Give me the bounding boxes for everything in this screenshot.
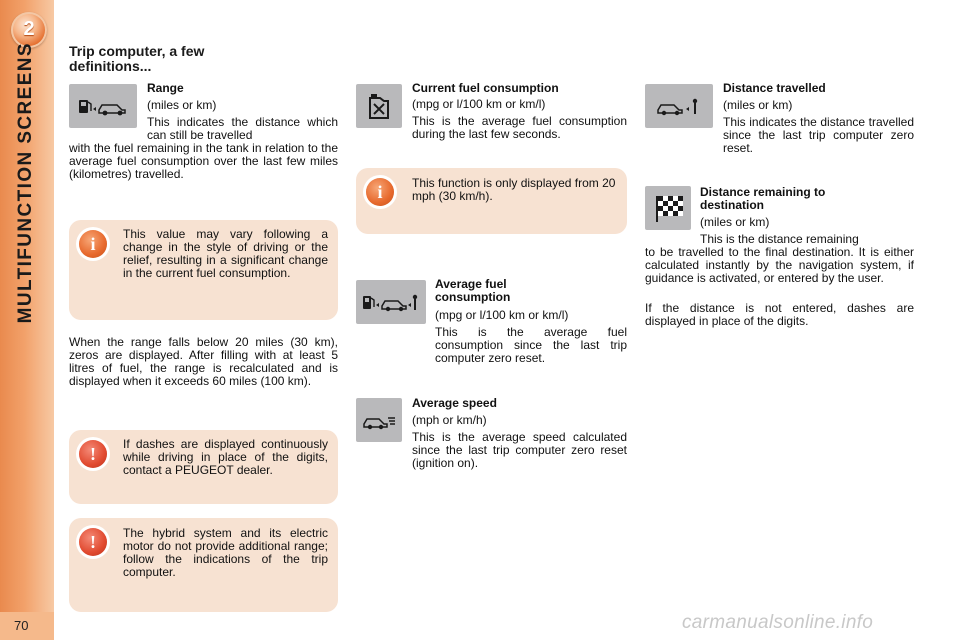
- current-fuel-unit: (mpg or l/100 km or km/l): [412, 97, 546, 111]
- page-number: 70: [14, 618, 29, 633]
- warning-text-hybrid: The hybrid system and its electric motor…: [123, 526, 328, 579]
- distance-remaining-title: Distance remaining to destination: [700, 186, 825, 212]
- distance-remaining-unit: (miles or km): [700, 215, 770, 229]
- average-speed-text: This is the average speed calculated sin…: [412, 430, 627, 470]
- car-distance-icon: [645, 84, 713, 128]
- jerrycan-icon: [356, 84, 402, 128]
- distance-remaining-title-line1: Distance remaining to: [700, 185, 826, 199]
- warning-text-dashes: If dashes are displayed continuously whi…: [123, 437, 328, 477]
- distance-remaining-text-rest: to be travelled to the final destination…: [645, 245, 914, 285]
- fuel-pump-car-icon: [69, 84, 137, 128]
- fuel-pump-car-distance-icon: [356, 280, 426, 324]
- warning-box-hybrid: ! The hybrid system and its electric mot…: [69, 518, 338, 612]
- info-box-speed-only: i This function is only displayed from 2…: [356, 168, 627, 234]
- car-speed-icon: [356, 398, 402, 442]
- info-icon: i: [79, 230, 107, 258]
- chapter-number: 2: [23, 18, 35, 40]
- section-title-line1: Trip computer, a few: [69, 43, 205, 59]
- average-fuel-text: This is the average fuel consumption sin…: [435, 325, 627, 365]
- average-fuel-title: Average fuel consumption: [435, 278, 510, 304]
- info-text-speed-only: This function is only displayed from 20 …: [412, 176, 616, 203]
- range-text-first: This indicates the distance which can st…: [147, 115, 338, 142]
- watermark: carmanualsonline.info: [682, 612, 874, 633]
- range-title: Range: [147, 81, 184, 95]
- average-speed-title: Average speed: [412, 396, 497, 410]
- distance-remaining-title-line2: destination: [700, 198, 765, 212]
- average-speed-unit: (mph or km/h): [412, 413, 487, 427]
- distance-travelled-unit: (miles or km): [723, 98, 793, 112]
- section-title-line2: definitions...: [69, 58, 152, 74]
- info-box-range-vary: i This value may vary following a change…: [69, 220, 338, 320]
- warning-box-dashes: ! If dashes are displayed continuously w…: [69, 430, 338, 504]
- chapter-number-badge: 2: [11, 12, 47, 48]
- info-text-range-vary: This value may vary following a change i…: [123, 227, 328, 280]
- range-unit: (miles or km): [147, 98, 217, 112]
- section-title: Trip computer, a few definitions...: [69, 44, 279, 74]
- current-fuel-title: Current fuel consumption: [412, 81, 559, 95]
- chequered-flag-icon: [645, 186, 691, 230]
- range-text-rest: with the fuel remaining in the tank in r…: [69, 141, 338, 181]
- warning-icon: !: [79, 528, 107, 556]
- chapter-vertical-title: MULTIFUNCTION SCREENS: [15, 42, 36, 324]
- average-fuel-title-line1: Average fuel: [435, 277, 507, 291]
- distance-travelled-text: This indicates the distance travelled si…: [723, 115, 914, 155]
- info-icon: i: [366, 178, 394, 206]
- average-fuel-unit: (mpg or l/100 km or km/l): [435, 308, 569, 322]
- distance-remaining-dashes-text: If the distance is not entered, dashes a…: [645, 301, 914, 328]
- chapter-sideband: [0, 0, 54, 640]
- current-fuel-text: This is the average fuel consumption dur…: [412, 114, 627, 141]
- average-fuel-title-line2: consumption: [435, 290, 511, 304]
- distance-remaining-text-first: This is the distance remaining: [700, 232, 859, 246]
- distance-travelled-title: Distance travelled: [723, 81, 826, 95]
- warning-icon: !: [79, 440, 107, 468]
- page-number-box: 70: [0, 612, 54, 640]
- range-low-text: When the range falls below 20 miles (30 …: [69, 335, 338, 388]
